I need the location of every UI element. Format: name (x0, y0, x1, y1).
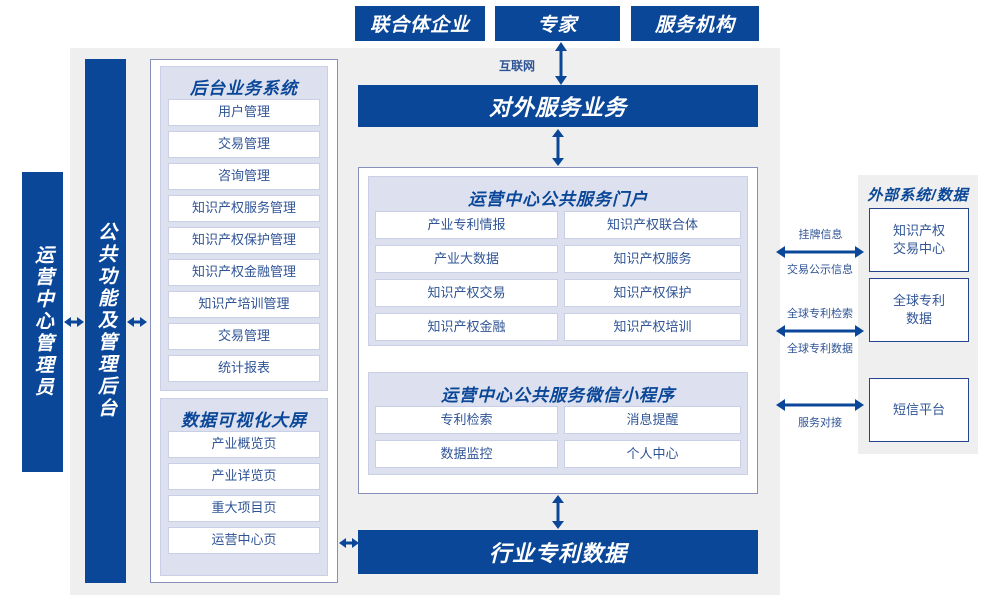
backoffice-item-label-8: 统计报表 (217, 360, 270, 376)
portal-item-label-7: 知识产权培训 (613, 318, 692, 334)
external-item-2-line1: 短信平台 (892, 402, 945, 418)
top-actor-box-1[interactable]: 专家 (495, 6, 620, 41)
top-actor-box-2[interactable]: 服务机构 (631, 6, 759, 41)
miniprogram-item-label-3: 个人中心 (626, 445, 679, 461)
external-item-1[interactable]: 全球专利 数据 (869, 278, 969, 342)
backoffice-item-6[interactable]: 知识产培训管理 (168, 291, 320, 318)
connector-label-trade-publicity: 交易公示信息 (787, 264, 853, 276)
dataviz-item-0[interactable]: 产业概览页 (168, 431, 320, 458)
arrow-external-sms (775, 396, 865, 414)
external-item-0[interactable]: 知识产权 交易中心 (869, 208, 969, 272)
backoffice-item-label-1: 交易管理 (217, 136, 270, 152)
connector-label-service-docking: 服务对接 (798, 417, 842, 429)
backoffice-item-label-3: 知识产权服务管理 (191, 200, 296, 216)
arrow-backoffice-to-bottom (338, 533, 360, 553)
portal-item-5[interactable]: 知识产权保护 (564, 279, 741, 307)
backoffice-item-label-7: 交易管理 (217, 328, 270, 344)
platform-vertical-label: 公共功能及管理后台 (95, 222, 116, 420)
portal-item-4[interactable]: 知识产权交易 (375, 279, 558, 307)
miniprogram-item-label-1: 消息提醒 (626, 411, 679, 427)
connector-label-patent-search: 全球专利检索 (787, 308, 853, 320)
external-item-0-line2: 交易中心 (892, 241, 945, 256)
arrow-external-ip-exchange (775, 243, 865, 261)
backoffice-item-1[interactable]: 交易管理 (168, 131, 320, 158)
admin-vertical-label: 运营中心管理员 (32, 245, 53, 399)
portal-item-label-0: 产业专利情报 (427, 216, 506, 232)
backoffice-item-4[interactable]: 知识产权保护管理 (168, 227, 320, 254)
portal-item-1[interactable]: 知识产权联合体 (564, 211, 741, 239)
backoffice-item-2[interactable]: 咨询管理 (168, 163, 320, 190)
portal-item-3[interactable]: 知识产权服务 (564, 245, 741, 273)
miniprogram-title: 运营中心公共服务微信小程序 (441, 386, 675, 405)
external-item-1-line1: 全球专利 (892, 293, 945, 309)
platform-vertical-bar[interactable]: 公共功能及管理后台 (85, 59, 126, 583)
dataviz-item-label-3: 运营中心页 (211, 532, 277, 548)
portal-item-7[interactable]: 知识产权培训 (564, 313, 741, 341)
top-actor-label-2: 服务机构 (654, 15, 735, 36)
miniprogram-item-3[interactable]: 个人中心 (564, 440, 741, 468)
backoffice-item-3[interactable]: 知识产权服务管理 (168, 195, 320, 222)
arrow-portal-to-bottom (548, 494, 568, 530)
miniprogram-item-2[interactable]: 数据监控 (375, 440, 558, 468)
dataviz-title: 数据可视化大屏 (181, 411, 307, 430)
backoffice-item-8[interactable]: 统计报表 (168, 355, 320, 382)
connector-label-patent-data: 全球专利数据 (787, 343, 853, 355)
portal-title: 运营中心公共服务门户 (468, 190, 648, 209)
portal-item-2[interactable]: 产业大数据 (375, 245, 558, 273)
dataviz-item-label-2: 重大项目页 (211, 500, 277, 516)
miniprogram-item-label-2: 数据监控 (440, 445, 493, 461)
backoffice-item-label-2: 咨询管理 (217, 168, 270, 184)
miniprogram-item-1[interactable]: 消息提醒 (564, 406, 741, 434)
bottom-data-label: 行业专利数据 (488, 541, 627, 566)
backoffice-item-7[interactable]: 交易管理 (168, 323, 320, 350)
dataviz-item-3[interactable]: 运营中心页 (168, 527, 320, 554)
backoffice-item-label-6: 知识产培训管理 (198, 296, 290, 312)
backoffice-item-label-4: 知识产权保护管理 (191, 232, 296, 248)
portal-item-label-5: 知识产权保护 (613, 284, 692, 300)
arrow-external-patent-data (775, 322, 865, 340)
external-systems-title: 外部系统/数据 (867, 187, 969, 204)
dataviz-item-label-0: 产业概览页 (211, 436, 277, 452)
backoffice-item-label-5: 知识产权金融管理 (191, 264, 296, 280)
arrow-admin-to-platform (63, 312, 85, 332)
backoffice-item-label-0: 用户管理 (217, 104, 270, 120)
external-service-label: 对外服务业务 (488, 95, 627, 120)
top-actor-label-1: 专家 (537, 15, 578, 36)
miniprogram-item-0[interactable]: 专利检索 (375, 406, 558, 434)
miniprogram-item-label-0: 专利检索 (440, 411, 493, 427)
top-actor-label-0: 联合体企业 (369, 15, 470, 36)
arrow-platform-to-backoffice (126, 312, 148, 332)
external-item-2[interactable]: 短信平台 (869, 378, 969, 442)
admin-vertical-bar[interactable]: 运营中心管理员 (22, 172, 63, 472)
arrow-internet (551, 41, 571, 86)
dataviz-item-2[interactable]: 重大项目页 (168, 495, 320, 522)
backoffice-item-0[interactable]: 用户管理 (168, 99, 320, 126)
portal-item-label-4: 知识产权交易 (427, 284, 506, 300)
bottom-data-bar[interactable]: 行业专利数据 (358, 530, 758, 574)
portal-item-label-1: 知识产权联合体 (606, 216, 698, 232)
external-item-1-line2: 数据 (905, 311, 932, 326)
dataviz-item-1[interactable]: 产业详览页 (168, 463, 320, 490)
portal-item-0[interactable]: 产业专利情报 (375, 211, 558, 239)
dataviz-item-label-1: 产业详览页 (211, 468, 277, 484)
connector-label-listing-info: 挂牌信息 (798, 229, 843, 241)
top-actor-box-0[interactable]: 联合体企业 (355, 6, 485, 41)
external-item-0-line1: 知识产权 (892, 223, 945, 239)
portal-item-label-2: 产业大数据 (433, 250, 499, 266)
portal-item-label-6: 知识产权金融 (427, 318, 506, 334)
backoffice-title: 后台业务系统 (190, 79, 298, 98)
portal-item-label-3: 知识产权服务 (613, 250, 692, 266)
backoffice-item-5[interactable]: 知识产权金融管理 (168, 259, 320, 286)
connector-label-internet: 互联网 (498, 59, 535, 73)
portal-item-6[interactable]: 知识产权金融 (375, 313, 558, 341)
arrow-service-to-portal (548, 128, 568, 167)
external-service-bar[interactable]: 对外服务业务 (358, 85, 758, 127)
